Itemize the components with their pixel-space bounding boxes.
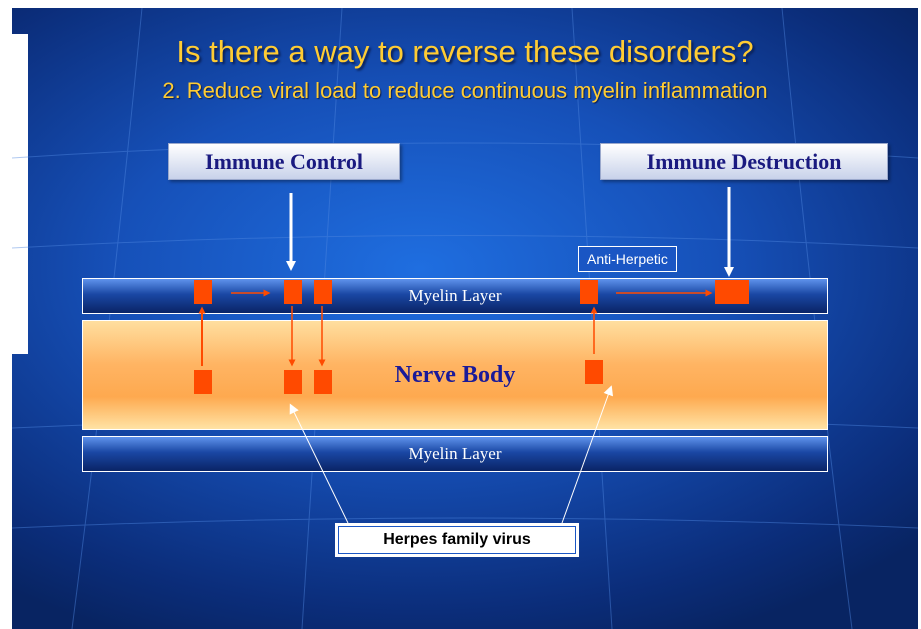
slide: Is there a way to reverse these disorder… [12,8,918,629]
herpes-label-text: Herpes family virus [338,526,576,554]
herpes-pointer-line [292,408,348,523]
herpes-pointer-line [562,390,610,523]
herpes-label: Herpes family virus [335,523,579,557]
